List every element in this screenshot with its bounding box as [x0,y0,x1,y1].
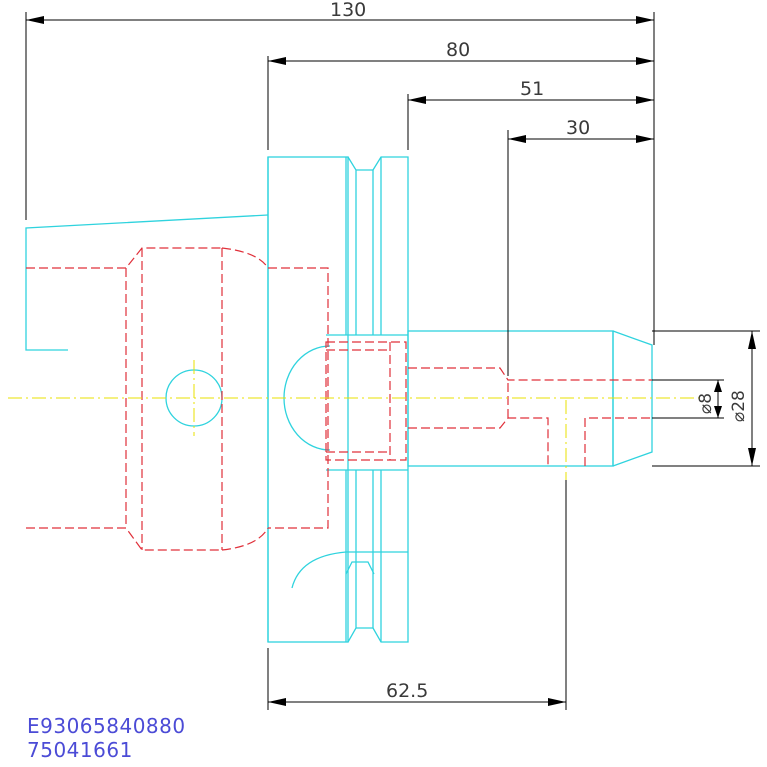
dim-62-5-label: 62.5 [386,680,428,702]
part-number-secondary: 75041661 [27,738,133,762]
centerlines [8,360,700,480]
part-number-primary: E93065840880 [27,714,186,738]
dim-130-label: 130 [330,0,366,21]
hidden-lines [26,247,652,551]
tool-holder-outline [25,156,653,643]
dim-51-label: 51 [520,78,544,100]
dimension-lines [25,12,760,710]
dim-nose-diameter-label: ⌀28 [729,390,749,422]
dim-bore-diameter-label: ⌀8 [696,393,716,414]
dim-80-label: 80 [446,39,470,61]
dim-30-label: 30 [566,117,590,139]
